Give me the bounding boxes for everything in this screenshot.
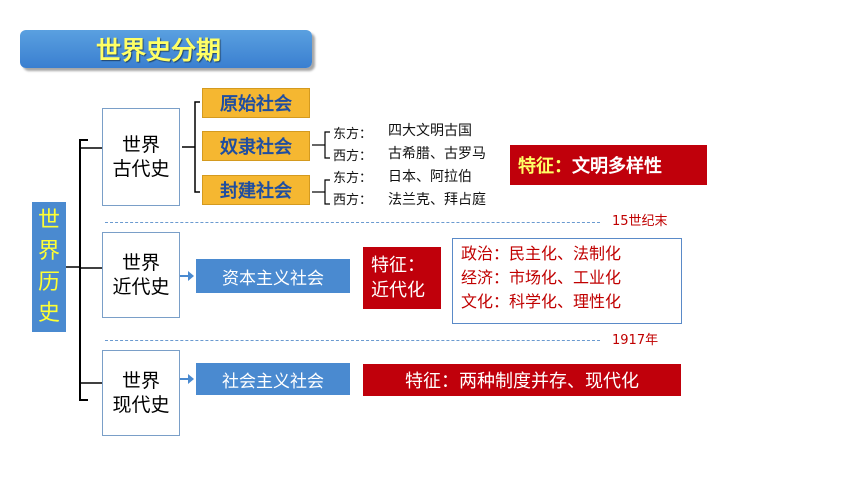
title-banner: 世界史分期	[20, 30, 312, 68]
civilization-text: 四大文明古国	[388, 123, 472, 139]
date-label-15c: 15世纪末	[612, 214, 668, 229]
ancient-detail-regions: 东方： 西方： 东方： 西方：	[333, 124, 372, 212]
era-label: 世界	[121, 370, 160, 392]
feature-text: 文明多样性	[572, 156, 662, 177]
region-label: 西方：	[333, 149, 373, 164]
ancient-feature-box: 特征： 文明多样性	[510, 145, 707, 185]
root-char: 史	[37, 301, 60, 326]
page-title: 世界史分期	[96, 36, 222, 65]
civilization-text: 古希腊、古罗马	[388, 146, 486, 162]
era-label: 世界	[121, 252, 160, 274]
root-char: 世	[37, 208, 60, 233]
modern-feature-label-box: 特征： 近代化	[363, 247, 441, 309]
slave-society-box: 奴隶社会	[202, 131, 310, 161]
era-label: 近代史	[112, 276, 170, 298]
region-label: 西方：	[333, 193, 373, 208]
civilization-text: 日本、阿拉伯	[388, 169, 472, 185]
region-label: 东方：	[333, 127, 373, 142]
contemporary-feature-box: 特征：两种制度并存、现代化	[363, 364, 681, 396]
feature-prefix: 特征：	[518, 156, 572, 177]
root-char: 历	[37, 270, 60, 295]
world-history-box: 世 界 历 史	[32, 202, 66, 332]
civilization-text: 法兰克、拜占庭	[388, 192, 486, 208]
feature-prefix: 特征：	[371, 255, 425, 276]
divider-line	[105, 340, 600, 341]
feature-line: 经济：市场化、工业化	[461, 268, 622, 287]
primitive-society-box: 原始社会	[202, 88, 310, 118]
contemporary-era-box: 世界 现代史	[102, 350, 180, 436]
modern-era-box: 世界 近代史	[102, 232, 180, 318]
feature-text: 特征：两种制度并存、现代化	[405, 371, 639, 392]
feature-text: 近代化	[371, 280, 425, 301]
feature-line: 政治：民主化、法制化	[461, 244, 622, 263]
region-label: 东方：	[333, 171, 373, 186]
feudal-society-box: 封建社会	[202, 175, 310, 205]
era-label: 现代史	[112, 394, 170, 416]
socialist-society-box: 社会主义社会	[196, 363, 350, 395]
modern-features-box: 政治：民主化、法制化 经济：市场化、工业化 文化：科学化、理性化	[452, 238, 682, 324]
root-char: 界	[37, 239, 60, 264]
divider-line	[105, 222, 600, 223]
ancient-detail-texts: 四大文明古国 古希腊、古罗马 日本、阿拉伯 法兰克、拜占庭	[388, 120, 486, 212]
era-label: 古代史	[112, 158, 170, 180]
date-label-1917: 1917年	[612, 333, 659, 348]
capitalist-society-box: 资本主义社会	[196, 259, 350, 293]
ancient-era-box: 世界 古代史	[102, 108, 180, 206]
era-label: 世界	[121, 134, 160, 156]
feature-line: 文化：科学化、理性化	[461, 292, 622, 311]
